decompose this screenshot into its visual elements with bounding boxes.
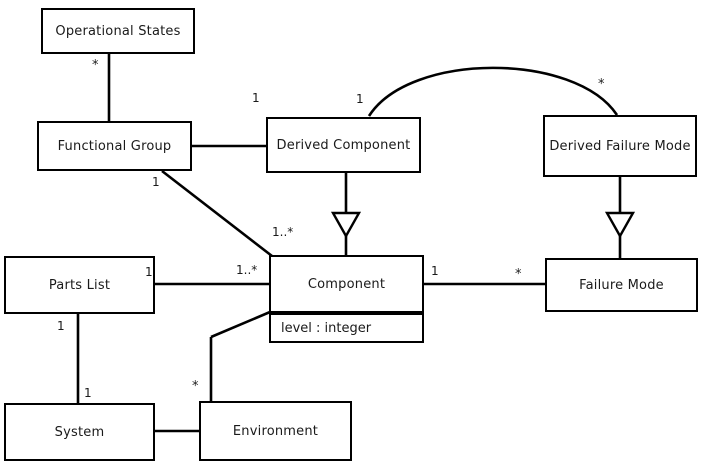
class-box-operational-states[interactable]: Operational States xyxy=(41,8,195,54)
multiplicity-environment-component: * xyxy=(192,379,199,394)
edge-environment-component-diagonal xyxy=(210,310,271,339)
class-box-functional-group[interactable]: Functional Group xyxy=(37,121,192,171)
multiplicity-derived-failure-mode-arc: * xyxy=(598,77,605,92)
multiplicity-derived-component-arc: 1 xyxy=(356,92,364,106)
class-name-environment: Environment xyxy=(232,423,319,439)
multiplicity-functional-group-derived-component: 1 xyxy=(252,91,260,105)
class-attribute-component-level: level : integer xyxy=(281,320,372,336)
class-box-system[interactable]: System xyxy=(4,403,155,461)
class-box-derived-failure-mode[interactable]: Derived Failure Mode xyxy=(543,115,697,177)
multiplicity-operational-states-functional-group: * xyxy=(92,58,99,73)
multiplicity-parts-list-right: 1 xyxy=(145,265,153,279)
generalization-triangle-failure-mode xyxy=(604,211,636,239)
class-name-functional-group: Functional Group xyxy=(57,138,172,154)
class-box-failure-mode[interactable]: Failure Mode xyxy=(545,258,698,312)
edge-functional-group-component xyxy=(161,169,273,258)
class-box-parts-list[interactable]: Parts List xyxy=(4,256,155,314)
multiplicity-component-from-functional-group: 1..* xyxy=(272,225,294,239)
multiplicity-system-parts-list: 1 xyxy=(84,386,92,400)
generalization-triangle-component xyxy=(330,211,362,239)
class-name-operational-states: Operational States xyxy=(55,23,181,39)
class-name-derived-component: Derived Component xyxy=(276,137,411,153)
class-name-parts-list: Parts List xyxy=(48,277,111,293)
class-box-derived-component[interactable]: Derived Component xyxy=(266,117,421,173)
multiplicity-failure-mode-left: * xyxy=(515,267,522,282)
class-box-environment[interactable]: Environment xyxy=(199,401,352,461)
edge-derived-component-derived-failure-mode xyxy=(367,66,619,117)
class-name-failure-mode: Failure Mode xyxy=(579,277,664,293)
class-attributes-component[interactable]: level : integer xyxy=(269,313,424,343)
multiplicity-parts-list-system: 1 xyxy=(57,319,65,333)
class-name-component: Component xyxy=(307,276,386,292)
class-name-system: System xyxy=(54,424,105,440)
multiplicity-functional-group-component: 1 xyxy=(152,175,160,189)
multiplicity-component-parts-list: 1..* xyxy=(236,263,258,277)
class-box-component[interactable]: Component xyxy=(269,255,424,313)
class-name-derived-failure-mode: Derived Failure Mode xyxy=(549,138,691,154)
multiplicity-component-failure-mode: 1 xyxy=(431,264,439,278)
